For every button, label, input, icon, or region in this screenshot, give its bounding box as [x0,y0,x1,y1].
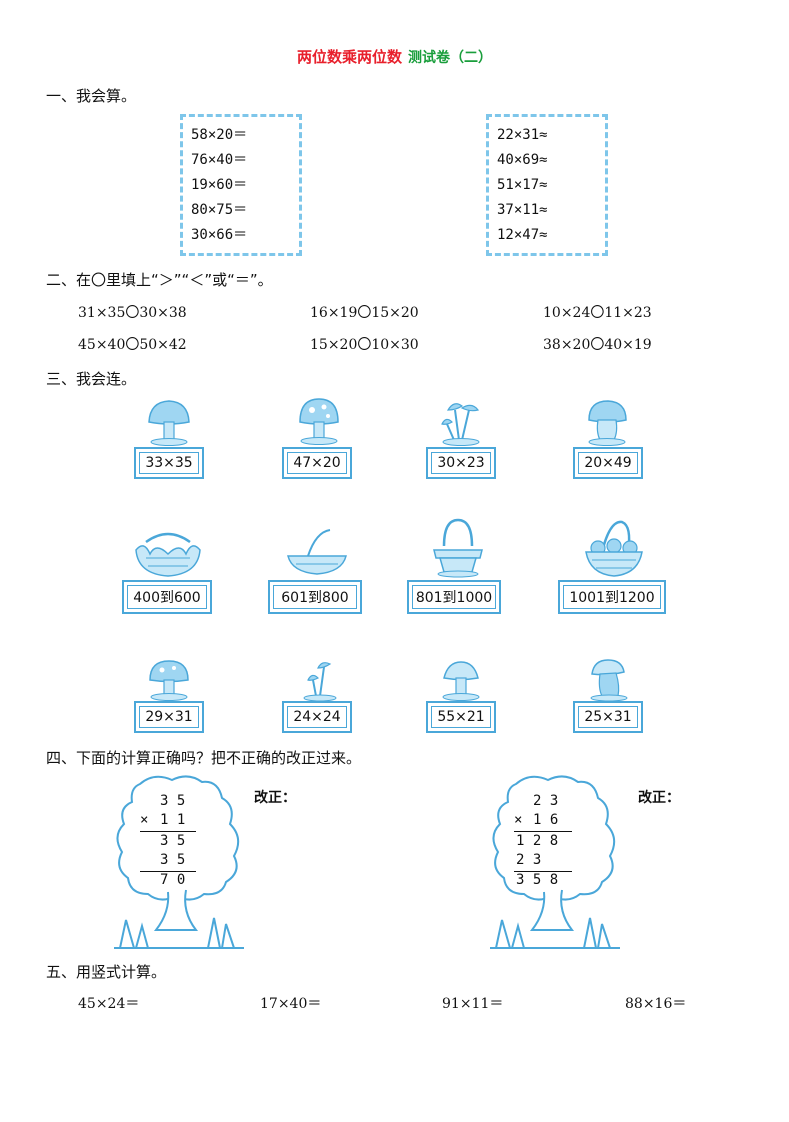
vertical-calc-item: 45×24＝ [78,996,140,1012]
page-title: 两位数乘两位数测试卷（二） [0,46,789,67]
section-2-heading: 二、在〇里填上“＞”“＜”或“＝”。 [46,271,273,289]
section-4-heading: 四、下面的计算正确吗？把不正确的改正过来。 [46,749,362,767]
calc-item: 80×75＝ [191,202,248,218]
section-3-heading: 三、我会连。 [46,370,137,388]
multiply-sign: × [514,812,523,828]
mushroom-cluster-icon [303,662,337,702]
connect-card-middle[interactable]: 601到800 [268,580,362,614]
vertical-calc-item: 17×40＝ [260,996,322,1012]
divider [514,871,572,872]
connect-card-top[interactable]: 33×35 [134,447,204,479]
correction-label: 改正： [254,790,296,806]
calc-item: 51×17≈ [497,177,548,193]
partial-product-1: 3 5 [160,833,186,849]
mushroom-icon [149,660,189,701]
calc-item: 76×40＝ [191,152,248,168]
connect-card-top[interactable]: 20×49 [573,447,643,479]
tree-icon [114,775,244,949]
compare-item: 38×20〇40×19 [543,337,652,353]
card-label: 801到1000 [412,585,496,609]
mushroom-cluster-icon [441,403,480,446]
compare-item: 16×19〇15×20 [310,305,419,321]
connect-card-bottom[interactable]: 29×31 [134,701,204,733]
card-label: 24×24 [287,706,347,728]
mushroom-icon [299,398,339,445]
fruit-basket-icon [585,520,643,577]
calc-item: 12×47≈ [497,227,548,243]
multiply-sign: × [140,812,149,828]
divider [140,831,196,832]
basket-icon [287,529,347,575]
mushroom-icon [590,659,628,702]
connect-card-top[interactable]: 30×23 [426,447,496,479]
connect-card-bottom[interactable]: 25×31 [573,701,643,733]
card-label: 25×31 [578,706,638,728]
card-label: 601到800 [273,585,357,609]
connect-card-middle[interactable]: 400到600 [122,580,212,614]
card-label: 29×31 [139,706,199,728]
partial-product-2: 3 5 [160,852,186,868]
calc-item: 30×66＝ [191,227,248,243]
title-sub: 测试卷（二） [408,50,492,66]
calc-item: 58×20＝ [191,127,248,143]
calc-item: 19×60＝ [191,177,248,193]
compare-item: 45×40〇50×42 [78,337,187,353]
card-label: 400到600 [127,585,207,609]
calc-box-right: 22×31≈ 40×69≈ 51×17≈ 37×11≈ 12×47≈ [486,114,608,256]
compare-item: 10×24〇11×23 [543,305,652,321]
calc-item: 22×31≈ [497,127,548,143]
calc-box-left: 58×20＝ 76×40＝ 19×60＝ 80×75＝ 30×66＝ [180,114,302,256]
result: 7 0 [160,872,186,888]
card-label: 33×35 [139,452,199,474]
basket-icon [433,518,483,578]
section-5-heading: 五、用竖式计算。 [46,963,167,981]
multiplicand: 3 5 [160,793,186,809]
card-label: 1001到1200 [563,585,661,609]
partial-product-2: 2 3 [516,852,542,868]
divider [514,831,572,832]
vertical-calc-item: 88×16＝ [625,996,687,1012]
compare-item: 31×35〇30×38 [78,305,187,321]
vertical-calc-left: 3 5 × 1 1 3 5 3 5 7 0 [110,772,250,952]
correction-label: 改正： [638,790,680,806]
connect-card-middle[interactable]: 1001到1200 [558,580,666,614]
multiplier: 1 6 [533,812,559,828]
connect-card-top[interactable]: 47×20 [282,447,352,479]
card-label: 30×23 [431,452,491,474]
multiplier: 1 1 [160,812,186,828]
result: 3 5 8 [516,872,559,888]
mushroom-icon [148,400,190,446]
compare-item: 15×20〇10×30 [310,337,419,353]
mushroom-icon [442,661,480,701]
tree-icon [490,775,620,949]
calc-item: 40×69≈ [497,152,548,168]
vertical-calc-item: 91×11＝ [442,996,504,1012]
basket-icon [135,532,201,577]
card-label: 55×21 [431,706,491,728]
partial-product-1: 1 2 8 [516,833,559,849]
divider [140,871,196,872]
vertical-calc-right: 2 3 × 1 6 1 2 8 2 3 3 5 8 [486,772,626,952]
card-label: 47×20 [287,452,347,474]
connect-card-bottom[interactable]: 24×24 [282,701,352,733]
card-label: 20×49 [578,452,638,474]
multiplicand: 2 3 [533,793,559,809]
section-1-heading: 一、我会算。 [46,87,137,105]
mushroom-icon [588,400,627,446]
connect-card-middle[interactable]: 801到1000 [407,580,501,614]
calc-item: 37×11≈ [497,202,548,218]
connect-card-bottom[interactable]: 55×21 [426,701,496,733]
title-main: 两位数乘两位数 [296,48,402,66]
